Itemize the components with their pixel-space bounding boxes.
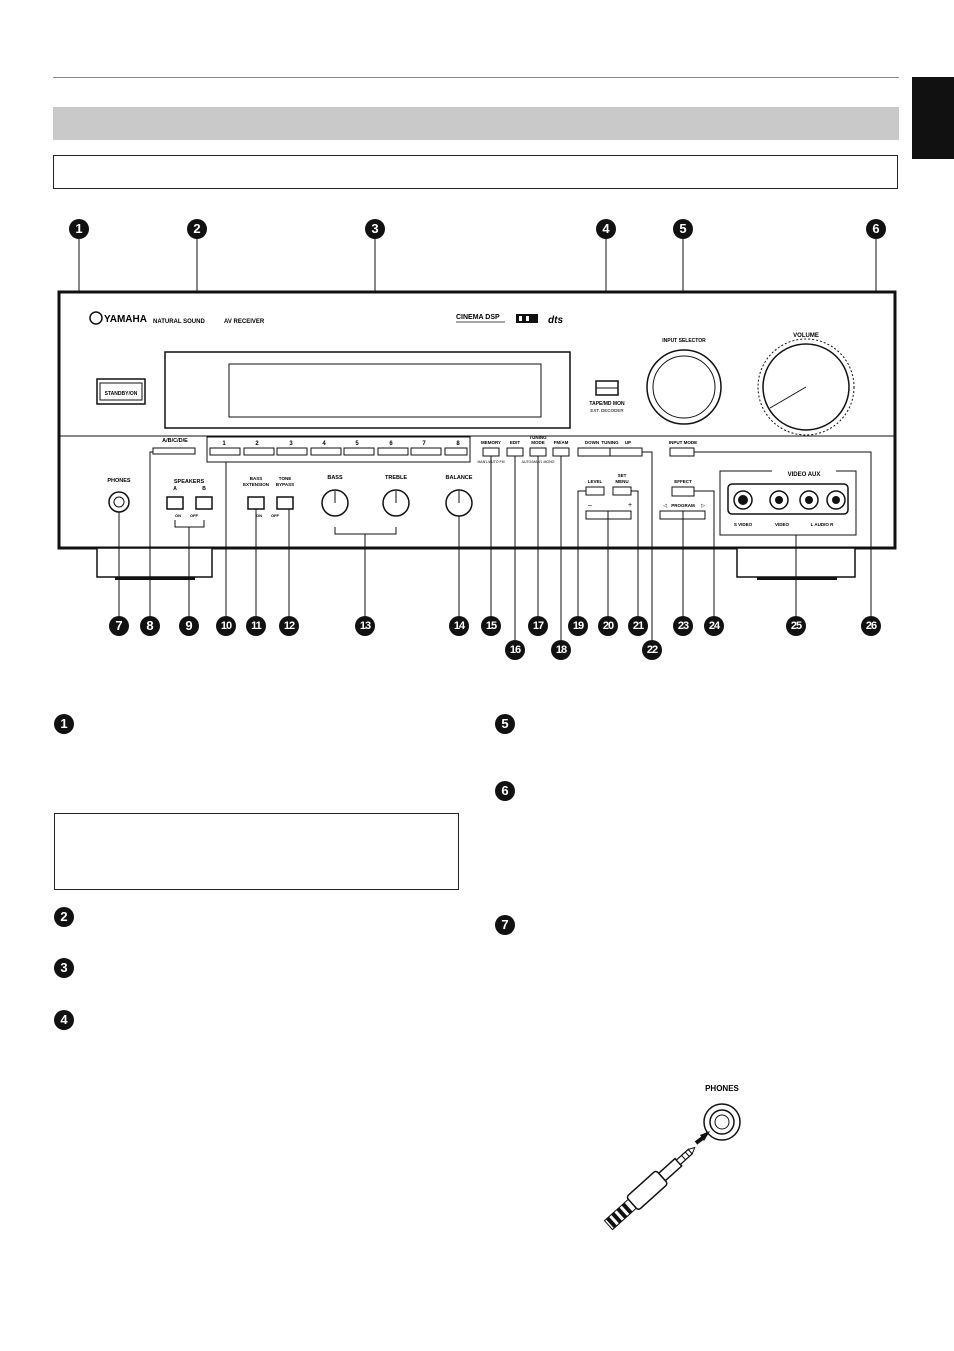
balance-label: BALANCE: [446, 475, 473, 481]
callout-19: 19: [568, 616, 588, 636]
preset-3-label: 3: [289, 441, 293, 447]
abcde-label: A/B/C/D/E: [162, 438, 188, 444]
preset-2-label: 2: [255, 441, 259, 447]
tone-bypass-label-2: BYPASS: [276, 482, 294, 487]
callout-15: 15: [481, 616, 501, 636]
tuning-up-label: UP: [625, 440, 631, 445]
desc-marker-2: 2: [54, 907, 74, 927]
ext-decoder-label: EXT. DECODER: [590, 408, 624, 413]
tuning-mode-label-2: MODE: [531, 440, 545, 445]
callout-25: 25: [786, 616, 806, 636]
callout-12: 12: [279, 616, 299, 636]
dts-logo: dts: [548, 315, 563, 326]
tuning-down-label: DOWN: [585, 440, 599, 445]
callout-6: 6: [866, 219, 886, 239]
speaker-a-label: A: [173, 486, 177, 492]
brand-text: YAMAHA: [104, 314, 147, 325]
level-label: LEVEL: [588, 479, 603, 484]
speaker-b-label: B: [202, 486, 206, 492]
audio-lr-label: L AUDIO R: [811, 522, 835, 527]
preset-1-label: 1: [222, 441, 226, 447]
program-right-arrow-icon: ▷: [701, 503, 705, 509]
plus-label: +: [628, 502, 632, 509]
input-mode-label: INPUT MODE: [669, 440, 697, 445]
preset-6-label: 6: [389, 441, 393, 447]
preset-7-label: 7: [422, 441, 426, 447]
callout-26: 26: [861, 616, 881, 636]
callout-22: 22: [642, 640, 662, 660]
tagline-natural-sound: NATURAL SOUND: [153, 319, 205, 325]
callout-8: 8: [140, 616, 160, 636]
callout-4: 4: [596, 219, 616, 239]
callout-5: 5: [673, 219, 693, 239]
bass-ext-on-label: ON: [256, 513, 262, 518]
tone-bypass-off-label: OFF: [271, 513, 280, 518]
header-rule: [53, 77, 899, 78]
memory-label: MEMORY: [481, 440, 501, 445]
tone-bypass-label-1: TONE: [279, 476, 291, 481]
tagline-av-receiver: AV RECEIVER: [224, 319, 265, 325]
callout-13: 13: [355, 616, 375, 636]
callout-20: 20: [598, 616, 618, 636]
headphone-plug-illustration: PHONES: [603, 1084, 741, 1231]
video-aux-label: VIDEO AUX: [788, 472, 821, 478]
bass-extension-label-2: EXTENSION: [243, 482, 269, 487]
edit-label: EDIT: [510, 440, 521, 445]
intro-box: [53, 155, 898, 189]
desc-marker-7: 7: [495, 915, 515, 935]
callout-16: 16: [505, 640, 525, 660]
callout-11: 11: [246, 616, 266, 636]
callout-21: 21: [628, 616, 648, 636]
set-menu-label-2: MENU: [615, 479, 628, 484]
set-menu-label-1: SET: [618, 473, 627, 478]
desc-marker-4: 4: [54, 1010, 74, 1030]
cinema-dsp-logo: CINEMA DSP: [456, 314, 500, 321]
callout-9: 9: [179, 616, 199, 636]
callout-7: 7: [109, 616, 129, 636]
desc-marker-5: 5: [495, 714, 515, 734]
desc-marker-1: 1: [54, 714, 74, 734]
callout-10: 10: [216, 616, 236, 636]
callout-14: 14: [449, 616, 469, 636]
tape-md-mon-label: TAPE/MD MON: [589, 401, 625, 407]
treble-label: TREBLE: [385, 475, 407, 481]
volume-label: VOLUME: [793, 333, 819, 339]
input-selector-label: INPUT SELECTOR: [662, 338, 706, 344]
callout-24: 24: [704, 616, 724, 636]
callout-2: 2: [187, 219, 207, 239]
callout-23: 23: [673, 616, 693, 636]
bass-extension-label-1: BASS: [250, 476, 263, 481]
callout-18: 18: [551, 640, 571, 660]
callout-1: 1: [69, 219, 89, 239]
desc-marker-3: 3: [54, 958, 74, 978]
language-tab: [912, 77, 954, 159]
section-title-bar: [53, 107, 899, 140]
standby-label: STANDBY/ON: [105, 391, 138, 397]
note-box: [54, 813, 459, 890]
minus-label: –: [588, 502, 592, 509]
callout-3: 3: [365, 219, 385, 239]
phones-panel-label: PHONES: [107, 478, 131, 484]
desc-marker-6: 6: [495, 781, 515, 801]
speakers-on-label: ON: [175, 513, 181, 518]
fm-am-label: FM/AM: [554, 440, 569, 445]
speakers-off-label: OFF: [190, 513, 199, 518]
preset-4-label: 4: [322, 441, 326, 447]
speakers-label: SPEAKERS: [174, 479, 205, 485]
phones-illustration-label: PHONES: [705, 1084, 739, 1093]
effect-label: EFFECT: [674, 479, 692, 484]
preset-5-label: 5: [355, 441, 359, 447]
program-label: PROGRAM: [671, 503, 695, 508]
tuning-label: TUNING: [601, 440, 619, 445]
s-video-label: S VIDEO: [734, 522, 753, 527]
program-left-arrow-icon: ◁: [663, 503, 667, 509]
bass-label: BASS: [327, 475, 343, 481]
preset-8-label: 8: [456, 441, 460, 447]
front-panel-diagram: YAMAHA NATURAL SOUND AV RECEIVER CINEMA …: [57, 239, 897, 640]
video-label: VIDEO: [775, 522, 790, 527]
tuning-mode-label-1: TUNING: [529, 435, 547, 440]
callout-17: 17: [528, 616, 548, 636]
